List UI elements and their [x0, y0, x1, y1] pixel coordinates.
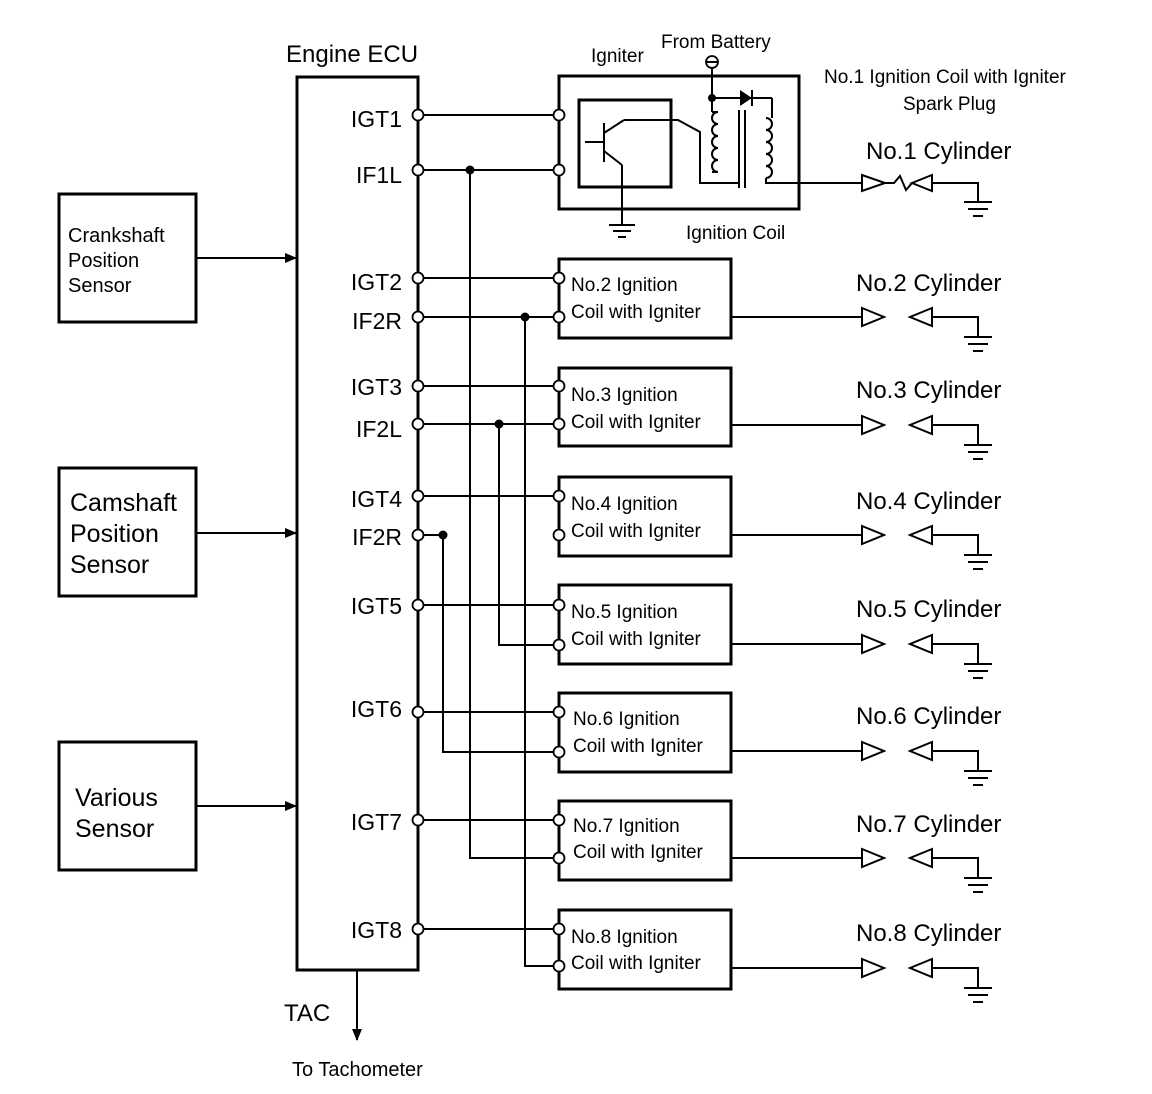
- ecu-pin-label: IGT7: [351, 809, 402, 835]
- coil-no5: No.5 Ignition Coil with Igniter: [552, 583, 733, 666]
- ecu-pin-label: IGT6: [351, 696, 402, 722]
- ecu-pin-label: IGT3: [351, 374, 402, 400]
- engine-ecu: Engine ECU IGT1 IF1L IGT2 IF2R IGT3 IF2L…: [286, 41, 420, 972]
- igt-wires: [418, 114, 559, 930]
- cylinder-no5: No.5 Cylinder: [731, 596, 1001, 679]
- sensor-label-line: Camshaft: [70, 489, 177, 517]
- cylinder-label: No.8 Cylinder: [856, 920, 1001, 947]
- tac-label: TAC: [284, 1000, 330, 1027]
- coil-label-line: Coil with Igniter: [573, 736, 704, 757]
- coil-label-line: No.8 Ignition: [571, 927, 678, 948]
- coil-no3: No.3 Ignition Coil with Igniter: [552, 366, 733, 448]
- coil-label-line: No.6 Ignition: [573, 709, 680, 730]
- ecu-pin-label: IGT2: [351, 269, 402, 295]
- cylinder-label: No.4 Cylinder: [856, 488, 1001, 515]
- spark-plug-label: Spark Plug: [903, 94, 996, 115]
- sensor-label-line: Crankshaft: [68, 225, 165, 247]
- ecu-pin-label: IGT8: [351, 917, 402, 943]
- cylinder-no3: No.3 Cylinder: [731, 377, 1001, 460]
- coil-label-line: Coil with Igniter: [571, 953, 702, 974]
- sensor-label-line: Various: [75, 784, 158, 812]
- ecu-pin-label: IF2R: [352, 524, 402, 550]
- no1-igniter-coil-assembly: Igniter From Battery No.1 Ignition Coil …: [552, 32, 1067, 244]
- ecu-pin-label: IGT4: [351, 486, 402, 512]
- sensor-label-line: Position: [68, 250, 139, 272]
- cylinder-label: No.3 Cylinder: [856, 377, 1001, 404]
- coil-label-line: No.5 Ignition: [571, 602, 678, 623]
- various-sensor: Various Sensor: [57, 740, 198, 872]
- tachometer-label: To Tachometer: [292, 1059, 423, 1081]
- coil-no4: No.4 Ignition Coil with Igniter: [552, 475, 733, 558]
- cylinder-no8: No.8 Cylinder: [731, 920, 1001, 1003]
- coil-label-line: Coil with Igniter: [571, 412, 702, 433]
- battery-label: From Battery: [661, 32, 771, 53]
- cylinder-no1: No.1 Cylinder: [861, 138, 1011, 217]
- if-feedback-wires: [438, 165, 559, 967]
- coil-label-line: Coil with Igniter: [573, 842, 704, 863]
- coil-header-label: No.1 Ignition Coil with Igniter: [824, 67, 1067, 88]
- coil-no6: No.6 Ignition Coil with Igniter: [552, 691, 733, 774]
- coil-label-line: No.7 Ignition: [573, 816, 680, 837]
- camshaft-position-sensor: Camshaft Position Sensor: [57, 466, 198, 598]
- coil-label-line: No.2 Ignition: [571, 275, 678, 296]
- ecu-pin-label: IGT1: [351, 106, 402, 132]
- ecu-pin-label: IF2R: [352, 308, 402, 334]
- cylinder-no7: No.7 Cylinder: [731, 811, 1001, 893]
- coil-label-line: No.3 Ignition: [571, 385, 678, 406]
- ecu-title: Engine ECU: [286, 41, 418, 68]
- cylinder-label: No.1 Cylinder: [866, 138, 1011, 165]
- ecu-pin-label: IF2L: [356, 416, 402, 442]
- cylinder-label: No.2 Cylinder: [856, 270, 1001, 297]
- coil-label-line: Coil with Igniter: [571, 302, 702, 323]
- ecu-terminals: [411, 108, 425, 936]
- cylinder-label: No.5 Cylinder: [856, 596, 1001, 623]
- sensor-label-line: Position: [70, 520, 159, 548]
- ecu-pin-label: IGT5: [351, 593, 402, 619]
- coil-no7: No.7 Ignition Coil with Igniter: [552, 799, 733, 882]
- coil-no8: No.8 Ignition Coil with Igniter: [552, 908, 733, 991]
- cylinder-label: No.6 Cylinder: [856, 703, 1001, 730]
- ignition-coil-label: Ignition Coil: [686, 223, 785, 244]
- sensor-label-line: Sensor: [75, 815, 154, 843]
- cylinder-no6: No.6 Cylinder: [731, 703, 1001, 786]
- coil-label-line: No.4 Ignition: [571, 494, 678, 515]
- sensor-label-line: Sensor: [68, 275, 132, 297]
- igniter-label: Igniter: [591, 46, 644, 67]
- coil-label-line: Coil with Igniter: [571, 629, 702, 650]
- ecu-pin-label: IF1L: [356, 162, 402, 188]
- sensor-label-line: Sensor: [70, 551, 149, 579]
- coil-label-line: Coil with Igniter: [571, 521, 702, 542]
- cylinder-label: No.7 Cylinder: [856, 811, 1001, 838]
- crankshaft-position-sensor: Crankshaft Position Sensor: [57, 192, 198, 324]
- cylinder-no2: No.2 Cylinder: [731, 270, 1001, 352]
- cylinder-no4: No.4 Cylinder: [731, 488, 1001, 570]
- coil-no2: No.2 Ignition Coil with Igniter: [552, 257, 733, 340]
